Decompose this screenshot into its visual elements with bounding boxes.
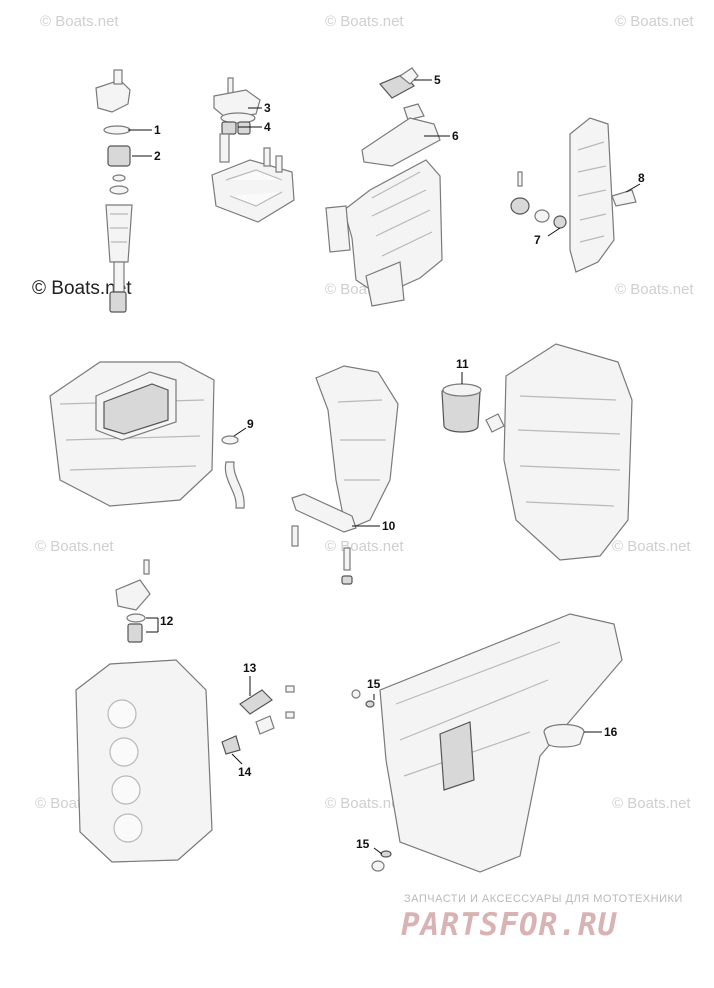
watermark: © Boats.net xyxy=(612,795,691,812)
leader-lines xyxy=(128,79,641,855)
callout-1: 1 xyxy=(154,123,161,137)
callout-4: 4 xyxy=(264,120,271,134)
callout-12: 12 xyxy=(160,614,174,628)
callout-9: 9 xyxy=(247,417,254,431)
callout-13: 13 xyxy=(243,661,257,675)
watermark-emphasized: © Boats.net xyxy=(32,278,132,299)
callout-6: 6 xyxy=(452,129,459,143)
oil-pan-assembly xyxy=(49,361,245,509)
watermark: © Boats.net xyxy=(35,538,114,555)
callout-8: 8 xyxy=(638,171,645,185)
watermark: © Boats.net xyxy=(612,538,691,555)
mount-bracket-assembly xyxy=(291,365,399,585)
fuel-filter-assembly xyxy=(95,69,133,313)
side-bracket-assembly xyxy=(510,117,637,273)
watermark: © Boats.net xyxy=(325,538,404,555)
watermark: © Boats.net xyxy=(615,281,694,298)
callout-11: 11 xyxy=(456,357,469,371)
watermark: © Boats.net xyxy=(40,13,119,30)
callout-5: 5 xyxy=(434,73,441,87)
callout-14: 14 xyxy=(238,765,252,779)
fuel-pump-assembly xyxy=(211,77,295,223)
callouts: 1 2 3 4 5 6 7 8 9 10 11 12 13 14 15 15 1… xyxy=(154,73,645,851)
banner-logo: PARTSFOR.RU xyxy=(401,907,618,943)
cylinder-head-assembly xyxy=(75,559,295,863)
watermark: © Boats.net xyxy=(325,13,404,30)
gearcase-assembly xyxy=(351,613,623,873)
callout-7: 7 xyxy=(534,233,541,247)
callout-15: 15 xyxy=(367,677,381,691)
callout-10: 10 xyxy=(382,519,396,533)
intake-manifold-assembly xyxy=(325,67,443,307)
watermark: © Boats.net xyxy=(325,795,404,812)
callout-16: 16 xyxy=(604,725,618,739)
callout-15: 15 xyxy=(356,837,370,851)
callout-3: 3 xyxy=(264,101,271,115)
watermark: © Boats.net xyxy=(615,13,694,30)
callout-2: 2 xyxy=(154,149,161,163)
banner-tagline: ЗАПЧАСТИ И АКСЕССУАРЫ ДЛЯ МОТОТЕХНИКИ xyxy=(404,893,683,905)
cylinder-block-assembly xyxy=(441,343,633,561)
